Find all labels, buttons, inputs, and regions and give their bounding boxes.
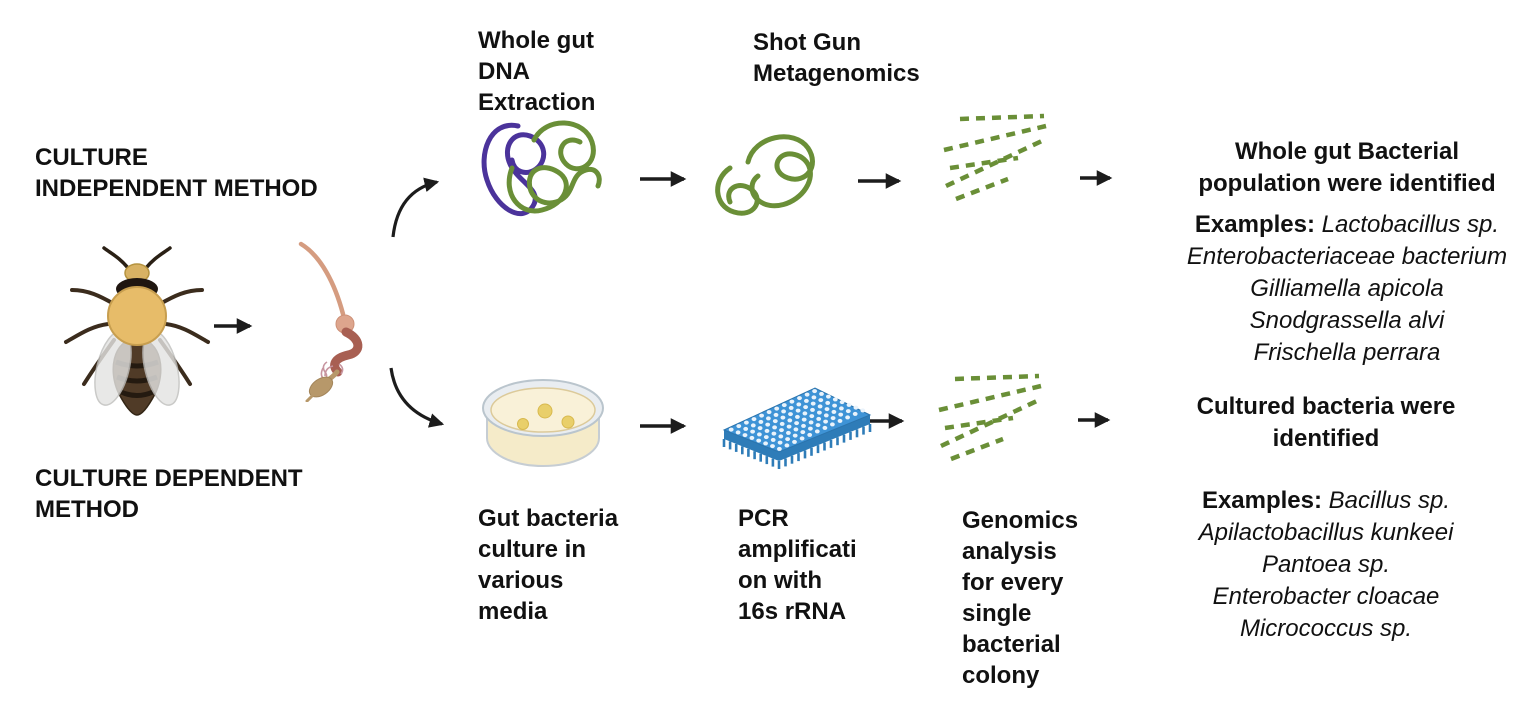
label-line: various: [478, 567, 564, 594]
bacterial-colony: [517, 418, 529, 430]
bee-thorax: [107, 286, 167, 346]
read-line: [950, 436, 1004, 462]
result-title-line: identified: [1272, 425, 1380, 452]
genomics-analysis-label: Genomics analysis for every single bacte…: [962, 505, 1078, 691]
label-line: media: [478, 598, 548, 625]
label-line: METHOD: [35, 496, 139, 523]
label-line: Gut bacteria: [478, 505, 619, 532]
culture-independent-label: CULTURE INDEPENDENT METHOD: [35, 142, 318, 204]
dna-strand-green: [715, 134, 815, 216]
pcr-amplification-label: PCR amplificati on with 16s rRNA: [738, 503, 857, 627]
gut-bacteria-culture-label: Gut bacteria culture in various media: [478, 503, 618, 627]
bee-antennae: [102, 246, 172, 270]
whole-gut-dna-extraction-label: Whole gut DNA Extraction: [478, 25, 595, 118]
read-line: [954, 373, 1040, 382]
curved-arrow-down-icon: [389, 367, 445, 428]
example-species: Micrococcus sp.: [1239, 615, 1413, 642]
independent-examples: Examples: Lactobacillus sp. Enterobacter…: [1160, 209, 1534, 369]
plate-wells: [728, 389, 866, 451]
examples-first-line: Examples: Lactobacillus sp.: [1160, 209, 1534, 241]
label-line: Shot Gun: [753, 29, 861, 56]
pcr-96-well-plate-icon: [716, 380, 876, 480]
label-line: 16s rRNA: [738, 598, 847, 625]
example-species: Gilliamella apicola: [1250, 275, 1444, 302]
result-title-line: Cultured bacteria were: [1196, 393, 1456, 420]
label-line: Extraction: [478, 89, 596, 116]
label-line: analysis: [962, 538, 1057, 565]
culture-dependent-label: CULTURE DEPENDENT METHOD: [35, 463, 303, 525]
read-line: [945, 137, 1045, 189]
label-line: CULTURE DEPENDENT: [35, 465, 303, 492]
sequence-reads-dashed-icon: [937, 372, 1047, 464]
label-line: Genomics: [962, 507, 1079, 534]
gut-tail: [305, 393, 315, 402]
result-title-line: Whole gut Bacterial: [1234, 138, 1460, 165]
gut-esophagus: [298, 241, 346, 317]
example-species: Frischella perrara: [1253, 339, 1441, 366]
label-line: for every: [962, 569, 1064, 596]
dependent-result-block: Cultured bacteria were identified Exampl…: [1150, 391, 1502, 645]
read-line: [943, 123, 1047, 153]
label-line: on with: [738, 567, 822, 594]
result-title-line: population were identified: [1198, 170, 1496, 197]
examples-first-line: Examples: Bacillus sp.: [1150, 485, 1502, 517]
bee-gut-icon: [293, 240, 377, 402]
label-line: bacterial: [962, 631, 1061, 658]
plate-well-tips: [722, 424, 872, 469]
gut-rectum: [308, 376, 334, 398]
petri-dish-icon: [478, 376, 608, 470]
curved-arrow-up-icon: [391, 177, 440, 238]
label-line: PCR: [738, 505, 789, 532]
examples-label: Examples:: [1194, 211, 1315, 238]
example-species: Apilactobacillus kunkeei: [1198, 519, 1454, 546]
example-species: Enterobacteriaceae bacterium: [1186, 243, 1508, 270]
read-line: [955, 176, 1009, 202]
honey-bee-icon: [58, 246, 216, 418]
label-line: Metagenomics: [753, 60, 920, 87]
plate-wall-left: [724, 430, 779, 461]
label-line: colony: [962, 662, 1040, 689]
dna-tangle-purple-green-icon: [474, 112, 606, 234]
bacterial-colony: [561, 415, 575, 429]
independent-result-block: Whole gut Bacterial population were iden…: [1160, 136, 1534, 369]
example-species: Lactobacillus sp.: [1321, 211, 1500, 238]
plate-wall-right: [779, 415, 870, 461]
shotgun-metagenomics-label: Shot Gun Metagenomics: [753, 27, 920, 89]
read-line: [944, 415, 1014, 431]
label-line: INDEPENDENT METHOD: [35, 175, 318, 202]
read-line: [940, 397, 1040, 449]
read-line: [949, 155, 1019, 171]
label-line: CULTURE: [35, 144, 148, 171]
bacterial-colony: [537, 403, 553, 419]
sequence-reads-dashed-icon: [942, 112, 1052, 204]
examples-label: Examples:: [1201, 487, 1322, 514]
read-line: [938, 383, 1042, 413]
dna-strand-green: [506, 120, 602, 214]
label-line: Whole gut: [478, 27, 594, 54]
label-line: culture in: [478, 536, 587, 563]
example-species: Enterobacter cloacae: [1212, 583, 1440, 610]
label-line: DNA: [478, 58, 530, 85]
dependent-examples: Examples: Bacillus sp. Apilactobacillus …: [1150, 485, 1502, 645]
example-species: Snodgrassella alvi: [1249, 307, 1445, 334]
label-line: single: [962, 600, 1032, 627]
example-species: Bacillus sp.: [1328, 487, 1451, 514]
example-species: Pantoea sp.: [1261, 551, 1391, 578]
read-line: [959, 113, 1045, 122]
independent-result-title: Whole gut Bacterial population were iden…: [1160, 136, 1534, 200]
dependent-result-title: Cultured bacteria were identified: [1150, 391, 1502, 455]
gut-midgut: [330, 327, 363, 377]
dna-tangle-green-icon: [706, 128, 822, 224]
label-line: amplificati: [738, 536, 857, 563]
